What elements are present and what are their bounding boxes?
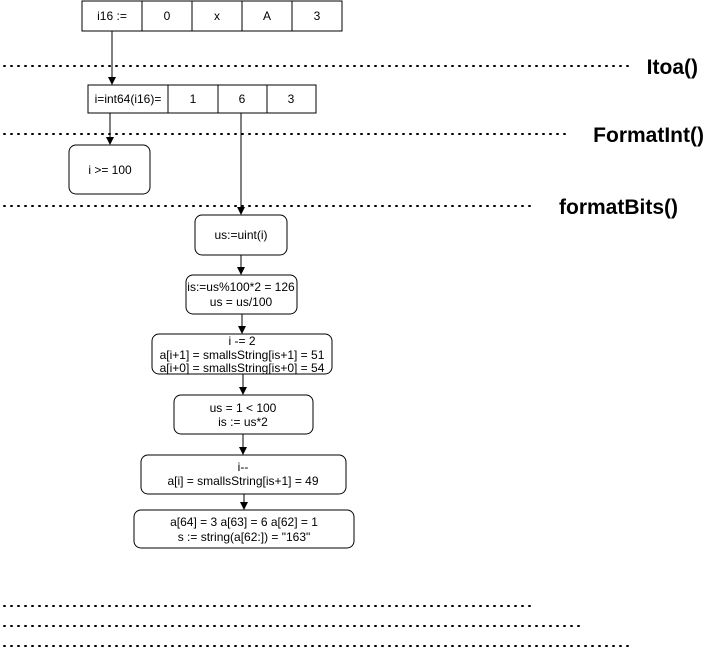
- int64-cell-label-0: i=int64(i16)=: [95, 92, 162, 106]
- section-title-itoa: Itoa(): [647, 56, 698, 79]
- i16-cell-4: [291, 0, 343, 32]
- i16-cell-label-1: 0: [164, 9, 171, 23]
- int64-cell-label-2: 6: [239, 92, 246, 106]
- int64-cell-2: [217, 84, 268, 114]
- step-result-line-0: a[64] = 3 a[63] = 6 a[62] = 1: [170, 515, 318, 529]
- step-uint-line-0: us:=uint(i): [214, 228, 267, 242]
- int64-cell-3: [266, 84, 317, 114]
- step-result-line-1: s := string(a[62:]) = "163": [178, 530, 311, 544]
- int64-cell-0: [87, 84, 169, 114]
- section-title-formatbits: formatBits(): [559, 196, 678, 219]
- int64-cell-1: [167, 84, 219, 114]
- step-assign-box: [151, 333, 333, 375]
- section-title-formatint: FormatInt(): [593, 124, 704, 147]
- check-box: [68, 144, 151, 195]
- i16-cell-label-2: x: [214, 9, 220, 23]
- i16-cell-label-4: 3: [314, 9, 321, 23]
- step-assign-line-2: a[i+0] = smallsString[is+0] = 54: [160, 361, 325, 375]
- step-cond-line-0: us = 1 < 100: [210, 401, 277, 415]
- check-box-label: i >= 100: [88, 163, 132, 177]
- step-assign-line-0: i -= 2: [228, 334, 255, 348]
- i16-cell-label-0: i16 :=: [97, 9, 127, 23]
- int64-cell-label-1: 1: [190, 92, 197, 106]
- i16-cell-label-3: A: [263, 9, 271, 23]
- i16-cell-2: [191, 0, 243, 32]
- step-cond-line-1: is := us*2: [218, 415, 268, 429]
- step-mod-line-0: is:=us%100*2 = 126: [187, 280, 295, 294]
- step-mod-line-1: us = us/100: [210, 295, 273, 309]
- int64-row: i=int64(i16)= 1 6 3: [87, 84, 317, 114]
- int64-cell-label-3: 3: [288, 92, 295, 106]
- i16-cell-0: [81, 0, 143, 32]
- step-dec-line-0: i--: [238, 460, 249, 474]
- step-dec-line-1: a[i] = smallsString[is+1] = 49: [167, 474, 318, 488]
- i16-row: i16 := 0 x A 3: [81, 0, 343, 32]
- step-assign-line-1: a[i+1] = smallsString[is+1] = 51: [160, 348, 325, 362]
- step-result-box: [133, 509, 355, 549]
- i16-cell-3: [241, 0, 293, 32]
